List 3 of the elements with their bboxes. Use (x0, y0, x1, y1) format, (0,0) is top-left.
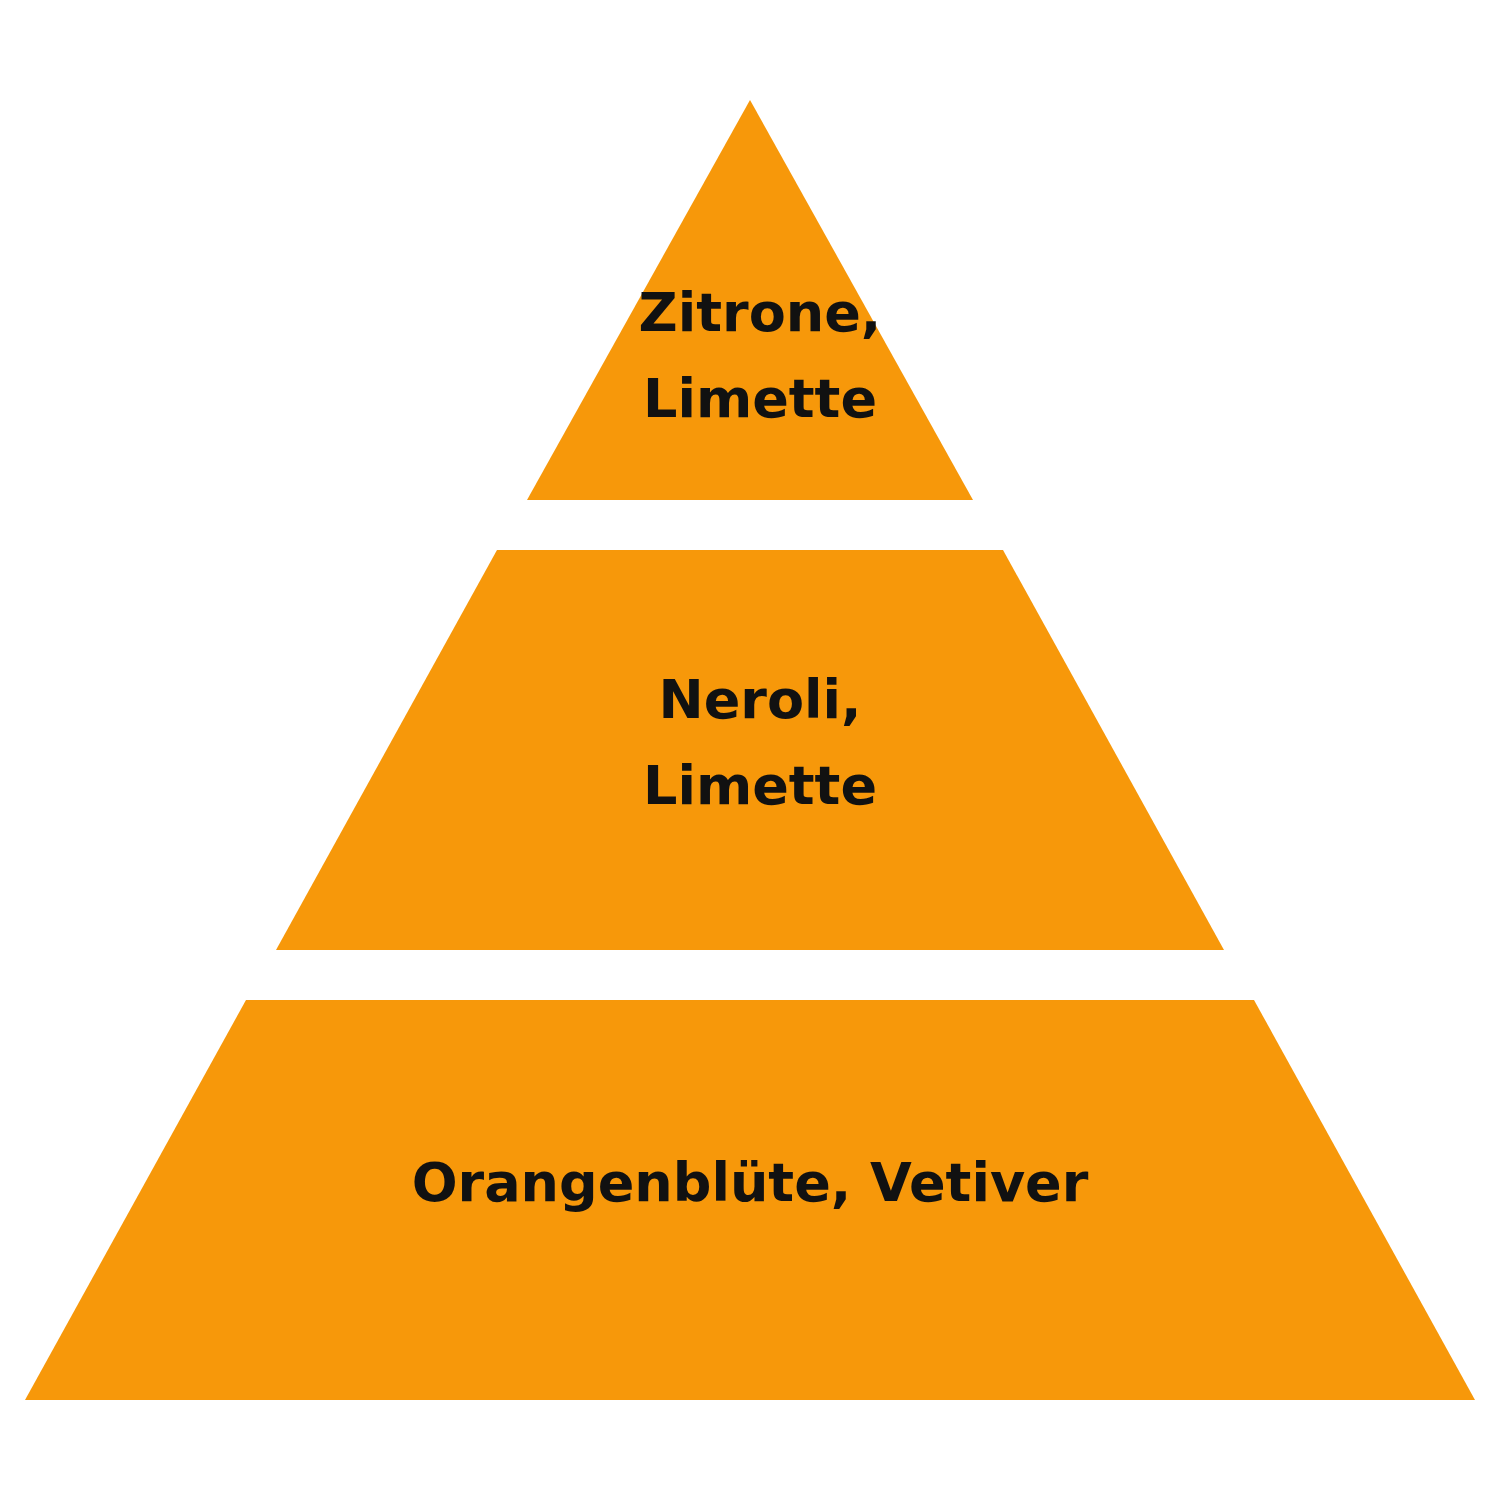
tier-label: Neroli, Limette (641, 667, 879, 819)
tier-label: Zitrone, Limette (637, 280, 883, 432)
tier-label: Orangenblüte, Vetiver (410, 1150, 1090, 1216)
